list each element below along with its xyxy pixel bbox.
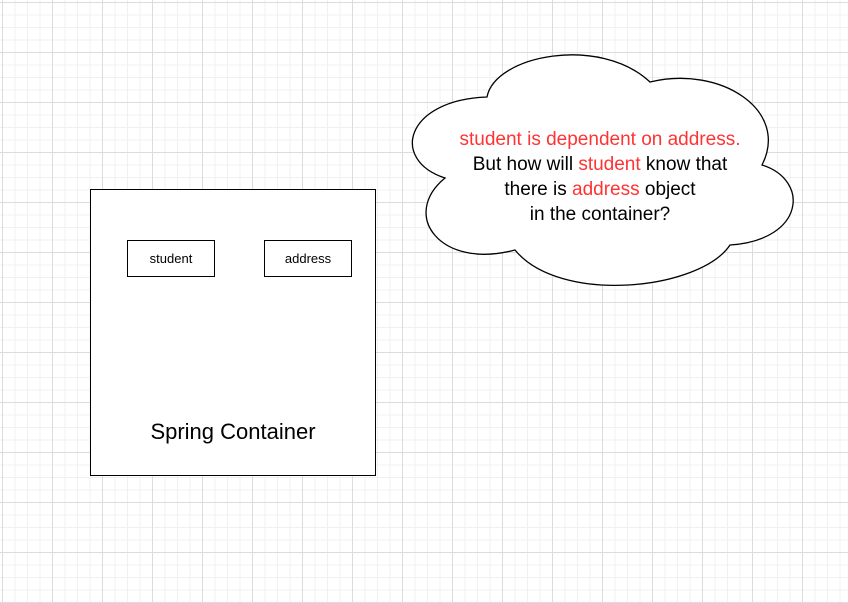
cloud-line-2-a: But how will [472, 154, 579, 175]
spring-container-label: Spring Container [150, 419, 316, 444]
cloud-line-3-a: there is [504, 179, 572, 200]
cloud-line-3-c: object [639, 179, 696, 200]
cloud-line-1: student is dependent on address. [459, 129, 741, 150]
cloud-line-2: But how will student know that [420, 152, 780, 177]
cloud-line-3-highlight: address [572, 179, 640, 200]
cloud-outline [411, 54, 794, 286]
cloud-line-2-c: know that [640, 154, 728, 175]
cloud-line-3: there is address object [420, 177, 780, 202]
address-bean-box[interactable]: address [264, 240, 352, 277]
spring-container-box[interactable] [90, 189, 376, 476]
student-bean-box[interactable]: student [127, 240, 215, 277]
cloud-line-4: in the container? [529, 204, 671, 225]
address-bean-label: address [284, 251, 332, 266]
student-bean-label: student [149, 251, 193, 266]
cloud-line-2-highlight: student [578, 154, 641, 175]
cloud-text: student is dependent on address. But how… [420, 127, 780, 227]
